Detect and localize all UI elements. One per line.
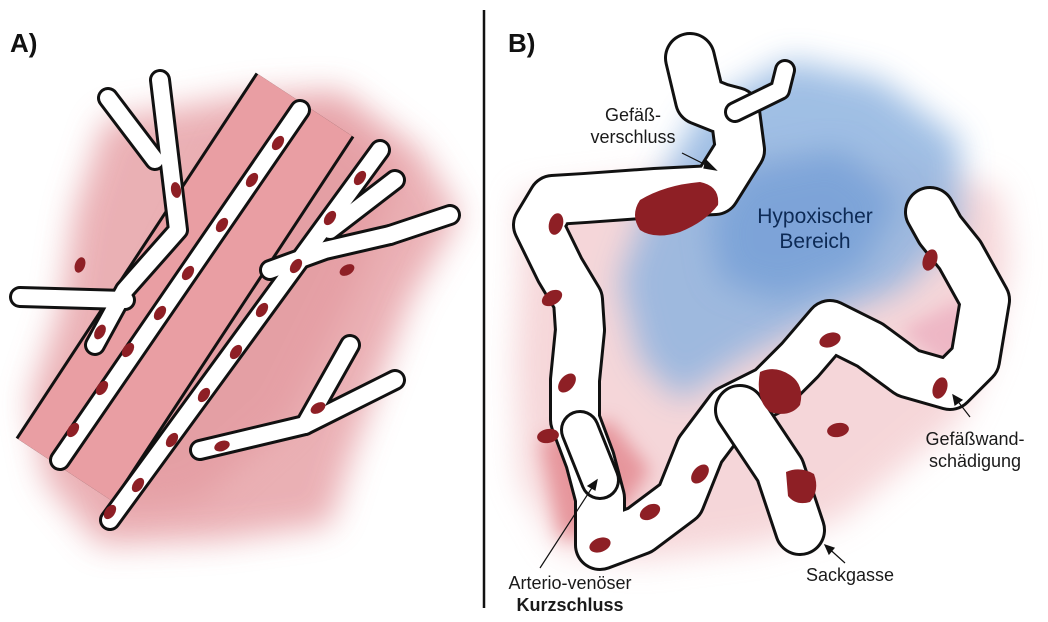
hypoxic-label: Hypoxischer Bereich <box>740 204 890 254</box>
wall-damage-label: Gefäßwand- schädigung <box>910 428 1040 472</box>
hypoxic-label-line2: Bereich <box>740 229 890 254</box>
hypoxic-label-line1: Hypoxischer <box>740 204 890 229</box>
panel-b-label: B) <box>508 28 535 59</box>
dead-end-label: Sackgasse <box>790 564 910 586</box>
occlusion-label-line1: Gefäß- <box>578 104 688 126</box>
shunt-label-line2: Kurzschluss <box>490 594 650 616</box>
wall-damage-label-line1: Gefäßwand- <box>910 428 1040 450</box>
occlusion-label-line2: verschluss <box>578 126 688 148</box>
shunt-label-line1: Arterio-venöser <box>490 572 650 594</box>
panel-a-label: A) <box>10 28 37 59</box>
shunt-label: Arterio-venöser Kurzschluss <box>490 572 650 616</box>
dead-end-clot <box>786 469 816 503</box>
wall-damage-label-line2: schädigung <box>910 450 1040 472</box>
occlusion-label: Gefäß- verschluss <box>578 104 688 148</box>
